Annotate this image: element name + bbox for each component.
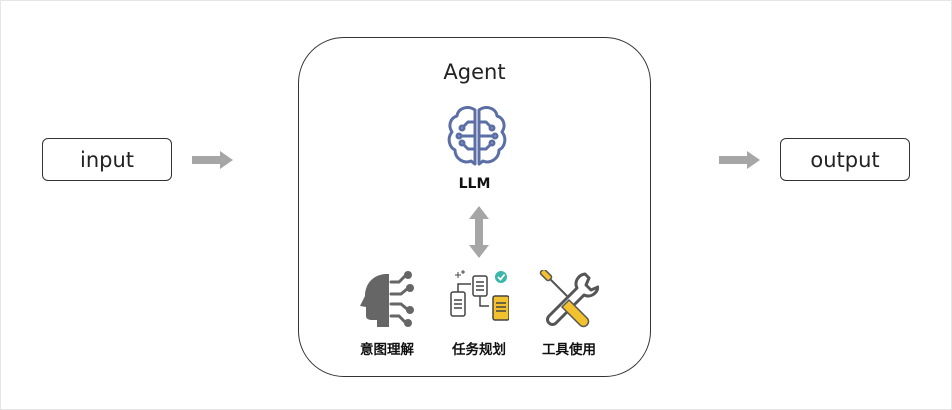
wrench-screwdriver-icon <box>539 270 599 328</box>
capability-label: 任务规划 <box>452 342 506 358</box>
capability-label: 工具使用 <box>542 342 596 358</box>
head-network-icon <box>360 271 414 327</box>
agent-box: Agent LLM <box>298 37 651 377</box>
input-label: input <box>79 147 135 172</box>
output-arrow <box>719 151 760 169</box>
agent-title: Agent <box>443 60 506 84</box>
llm-label: LLM <box>458 176 491 192</box>
output-box: output <box>780 138 910 181</box>
bidirectional-arrow <box>469 206 489 258</box>
capability-label: 意图理解 <box>360 342 414 358</box>
capability-plan: 任务规划 <box>439 270 519 362</box>
capability-tool: 工具使用 <box>529 270 609 362</box>
brain-circuit-icon <box>447 106 507 166</box>
input-arrow <box>192 151 233 169</box>
capability-intent: 意图理解 <box>347 270 427 362</box>
input-box: input <box>42 138 172 181</box>
output-label: output <box>810 147 880 172</box>
task-flow-icon <box>450 270 509 321</box>
